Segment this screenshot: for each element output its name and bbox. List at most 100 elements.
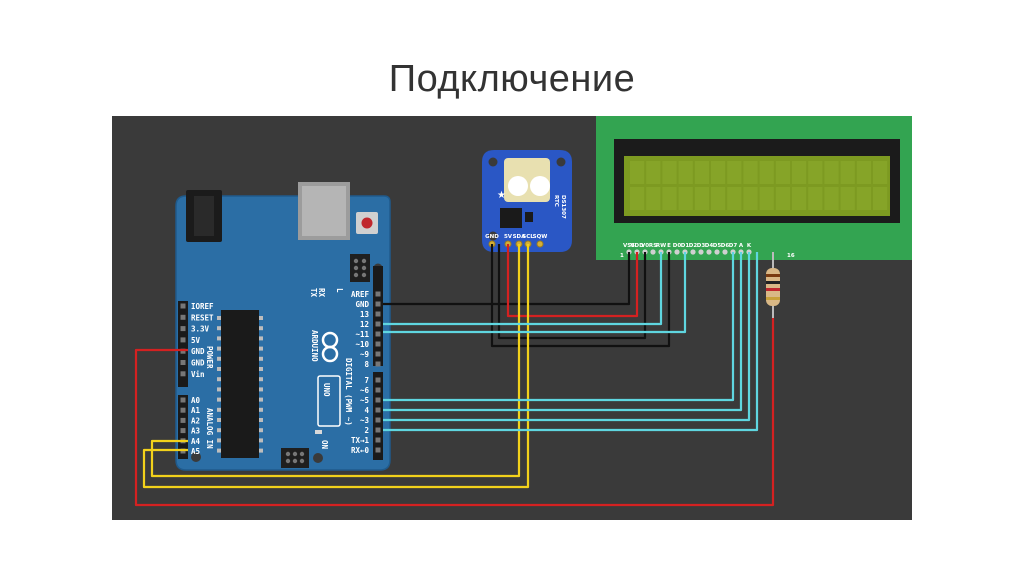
chip-leg: [259, 418, 263, 422]
digital-pin-11[interactable]: [375, 331, 381, 337]
digital-pin-12[interactable]: [375, 321, 381, 327]
digital-pin-rx-0[interactable]: [375, 447, 381, 453]
digital-pin-9[interactable]: [375, 351, 381, 357]
chip-leg: [259, 377, 263, 382]
lcd-pin-label: V0: [641, 243, 649, 249]
lcd-character-cells: [630, 161, 888, 210]
lcd-cell: [808, 187, 823, 210]
power-pin-gnd[interactable]: [180, 348, 186, 354]
chip-leg: [217, 356, 221, 361]
wires: [134, 244, 775, 507]
power-pin-ioref[interactable]: [180, 303, 186, 309]
digital-pin-label: ~11: [355, 330, 369, 339]
lcd-pin-label: D1: [681, 243, 690, 249]
chip-pins: [217, 316, 263, 453]
digital-pin-3[interactable]: [375, 417, 381, 423]
rtc-chip-label: DS1307: [560, 195, 566, 219]
rtc-pin-sqw[interactable]: [536, 240, 544, 248]
power-pin-label: 5V: [191, 336, 201, 345]
lcd-cell: [792, 161, 807, 184]
digital-pin-tx-1[interactable]: [375, 437, 381, 443]
digital-pin-8[interactable]: [375, 361, 381, 367]
power-pin-3-3v[interactable]: [180, 326, 186, 332]
icsp-header: [350, 254, 370, 282]
wire-e: [383, 252, 687, 334]
digital-pin-4[interactable]: [375, 407, 381, 413]
power-pin-5v[interactable]: [180, 337, 186, 343]
chip-leg: [259, 367, 263, 371]
lcd-cell: [775, 187, 790, 210]
lcd-pin-d6[interactable]: [722, 249, 728, 255]
analog-pin-a2[interactable]: [180, 417, 186, 423]
digital-pin-label: ~3: [360, 416, 370, 425]
microcontroller-chip: [221, 310, 259, 458]
analog-pin-label: A5: [191, 447, 200, 456]
power-pin-label: GND: [191, 359, 205, 368]
lcd-cell: [743, 161, 758, 184]
lcd-pin-label: VDD: [630, 243, 644, 249]
lcd-pin-label: D4: [705, 243, 714, 249]
lcd-cell: [678, 161, 693, 184]
arduino-logo: [321, 331, 339, 363]
lcd-cell: [840, 187, 855, 210]
power-pin-reset[interactable]: [180, 314, 186, 320]
lcd-pin-d0[interactable]: [674, 249, 680, 255]
digital-pin-7[interactable]: [375, 377, 381, 383]
digital-pin-10[interactable]: [375, 341, 381, 347]
digital-pin-label: ~9: [360, 350, 370, 359]
analog-pin-label: A3: [191, 427, 201, 436]
arduino-logo-text: ARDUINO: [310, 330, 319, 362]
digital-pin-5[interactable]: [375, 397, 381, 403]
chip-leg: [217, 448, 221, 453]
lcd-cell: [840, 161, 855, 184]
digital-pin-2[interactable]: [375, 427, 381, 433]
analog-pin-a1[interactable]: [180, 407, 186, 413]
l-led-label: L: [335, 288, 344, 293]
lcd-pin-label: VSS: [623, 243, 635, 249]
lcd-pin-rs[interactable]: [650, 249, 656, 255]
power-pin-label: 3.3V: [191, 325, 210, 334]
lcd-pin-d4[interactable]: [706, 249, 712, 255]
wire-scl: [142, 244, 530, 489]
lcd-pin-d5[interactable]: [714, 249, 720, 255]
analog-pin-a3[interactable]: [180, 428, 186, 434]
power-header-strip: [178, 301, 188, 387]
analog-pin-a0[interactable]: [180, 397, 186, 403]
lcd-cell: [711, 187, 726, 210]
lcd-pin-d3[interactable]: [698, 249, 704, 255]
power-pin-gnd[interactable]: [180, 360, 186, 365]
chip-leg: [259, 356, 263, 361]
digital-pin-6[interactable]: [375, 387, 381, 393]
lcd-pin-d2[interactable]: [690, 249, 696, 255]
lcd-cell: [759, 187, 774, 210]
lcd-pin-label: A: [739, 243, 744, 249]
digital-pin-13[interactable]: [375, 311, 381, 317]
chip-leg: [217, 367, 221, 371]
analog-header: ANALOG IN: [205, 408, 214, 449]
wire-5v-vdd: [506, 244, 639, 318]
star-logo-icon: ★: [497, 190, 506, 201]
digital-pin-aref[interactable]: [375, 291, 381, 297]
lcd-cell: [824, 161, 839, 184]
digital-pin-label: AREF: [351, 290, 370, 299]
digital-pin-gnd[interactable]: [375, 301, 381, 307]
lcd-cell: [808, 161, 823, 184]
digital-pin-label: TX→1: [351, 436, 370, 445]
lcd-last-index: 16: [787, 253, 795, 259]
lcd-cell: [646, 187, 661, 210]
slide-title: Подключение: [388, 58, 636, 100]
lcd-cell: [856, 187, 871, 210]
power-pin-vin[interactable]: [180, 371, 186, 377]
digital-pin-label: 2: [364, 426, 369, 435]
arduino-board: ARDUINO UNO TX RX L ON POWER ANALOG IN D…: [175, 182, 391, 471]
lcd-cell: [727, 161, 742, 184]
digital-pin-label: 13: [360, 310, 370, 319]
power-header: POWER: [205, 346, 214, 369]
lcd-pin-label: D7: [729, 243, 738, 249]
analog-pin-label: A4: [191, 437, 201, 446]
wire-gnd-rtc-rw: [490, 244, 671, 348]
reset-button-cap[interactable]: [361, 217, 373, 229]
lcd-cell: [743, 187, 758, 210]
